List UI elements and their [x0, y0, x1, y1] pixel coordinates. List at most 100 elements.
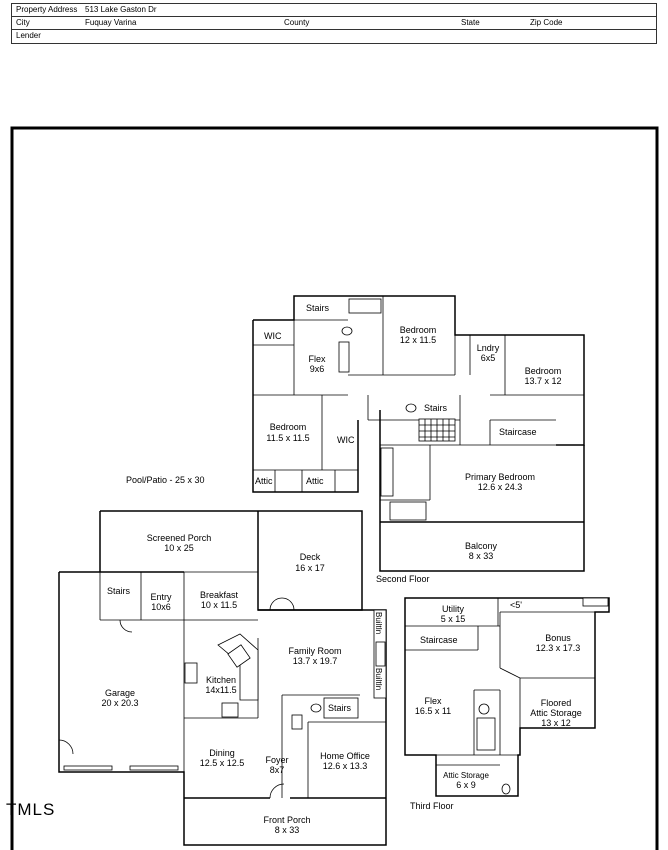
utility-name: Utility	[442, 604, 464, 614]
builtin-label-2: BuiltIn	[374, 668, 383, 690]
family-room-dim: 13.7 x 19.7	[293, 656, 338, 666]
second-floor: Stairs WIC Flex 9x6 Bedroom 12 x 11.5 Ln…	[252, 295, 585, 584]
deck-name: Deck	[300, 552, 321, 562]
dining-dim: 12.5 x 12.5	[200, 758, 245, 768]
utility-dim: 5 x 15	[441, 614, 466, 624]
balcony-dim: 8 x 33	[469, 551, 494, 561]
deck-dim: 16 x 17	[295, 563, 325, 573]
home-office-dim: 12.6 x 13.3	[323, 761, 368, 771]
stairs-center-label: Stairs	[424, 403, 448, 413]
first-floor: Screened Porch 10 x 25 Deck 16 x 17 Stai…	[58, 510, 387, 846]
stairs-label: Stairs	[306, 303, 330, 313]
garage-name: Garage	[105, 688, 135, 698]
entry-dim: 10x6	[151, 602, 171, 612]
attic-label-1: Attic	[255, 476, 273, 486]
zip-label: Zip Code	[530, 18, 563, 27]
bedroom-top-dim: 12 x 11.5	[400, 335, 436, 345]
garage-door-icon	[129, 765, 179, 771]
floored-dim: 13 x 12	[541, 718, 571, 728]
lndry-dim: 6x5	[481, 353, 496, 363]
primary-bedroom-dim: 12.6 x 24.3	[478, 482, 523, 492]
third-floor: Utility 5 x 15 <5' Staircase Bonus 12.3 …	[404, 597, 610, 811]
low-ceiling-marker	[582, 597, 609, 607]
flex-third-dim: 16.5 x 11	[415, 706, 451, 716]
low-ceiling-label: <5'	[510, 600, 522, 610]
lender-label: Lender	[16, 31, 41, 40]
front-porch-name: Front Porch	[263, 815, 310, 825]
garage-dim: 20 x 20.3	[101, 698, 138, 708]
flex-third-name: Flex	[424, 696, 442, 706]
wic-left-label: WIC	[264, 331, 282, 341]
bedroom-right-name: Bedroom	[525, 366, 562, 376]
front-porch-dim: 8 x 33	[275, 825, 300, 835]
tub-icon	[389, 501, 427, 521]
tub-icon	[476, 717, 496, 751]
balcony-name: Balcony	[465, 541, 498, 551]
sink-icon	[478, 703, 490, 715]
attic-storage-dim: 6 x 9	[456, 780, 476, 790]
floored-name-1: Floored	[541, 698, 572, 708]
home-office-name: Home Office	[320, 751, 370, 761]
sink-icon	[221, 702, 239, 718]
property-address-value: 513 Lake Gaston Dr	[85, 5, 157, 14]
stairs-box	[323, 697, 359, 719]
third-floor-title: Third Floor	[410, 801, 454, 811]
screened-porch-name: Screened Porch	[147, 533, 212, 543]
bonus-dim: 12.3 x 17.3	[536, 643, 581, 653]
floored-name-2: Attic Storage	[530, 708, 582, 718]
toilet-icon	[501, 783, 511, 795]
foyer-dim: 8x7	[270, 765, 285, 775]
stove-icon	[227, 644, 251, 668]
state-label: State	[461, 18, 480, 27]
breakfast-dim: 10 x 11.5	[201, 600, 237, 610]
city-label: City	[16, 18, 30, 27]
breakfast-name: Breakfast	[200, 590, 239, 600]
fridge-icon	[184, 662, 198, 684]
bedroom-top-name: Bedroom	[400, 325, 437, 335]
page-frame	[10, 126, 659, 850]
dining-name: Dining	[209, 748, 235, 758]
kitchen-dim: 14x11.5	[205, 685, 236, 695]
bedroom-left-name: Bedroom	[270, 422, 307, 432]
toilet-icon	[310, 703, 322, 713]
stairs-office-label: Stairs	[328, 703, 352, 713]
city-row: City Fuquay Varina County State Zip Code	[12, 17, 656, 30]
second-floor-title: Second Floor	[376, 574, 430, 584]
city-value: Fuquay Varina	[85, 18, 137, 27]
flex-dim: 9x6	[310, 364, 325, 374]
foyer-name: Foyer	[265, 755, 288, 765]
screened-porch-dim: 10 x 25	[164, 543, 194, 553]
toilet-icon	[405, 403, 417, 413]
lndry-name: Lndry	[477, 343, 500, 353]
attic-storage-name: Attic Storage	[443, 771, 489, 780]
primary-bedroom-name: Primary Bedroom	[465, 472, 535, 482]
stairs-first-label: Stairs	[107, 586, 131, 596]
builtin-label-1: BuiltIn	[374, 612, 383, 634]
flex-name: Flex	[308, 354, 326, 364]
staircase-third-label: Staircase	[420, 635, 458, 645]
property-info-box: Property Address 513 Lake Gaston Dr City…	[11, 3, 657, 44]
pool-patio-label: Pool/Patio - 25 x 30	[126, 475, 205, 485]
attic-label-2: Attic	[306, 476, 324, 486]
fireplace-icon	[375, 641, 386, 667]
mls-logo: TMLS	[6, 800, 56, 819]
kitchen-name: Kitchen	[206, 675, 236, 685]
property-address-label: Property Address	[16, 5, 78, 14]
tub-icon	[348, 298, 382, 314]
bedroom-right-dim: 13.7 x 12	[524, 376, 561, 386]
bedroom-left-dim: 11.5 x 11.5	[266, 433, 309, 443]
lender-row: Lender	[12, 30, 656, 43]
bonus-name: Bonus	[545, 633, 571, 643]
sink-icon	[291, 714, 303, 730]
address-row: Property Address 513 Lake Gaston Dr	[12, 4, 656, 17]
toilet-icon	[341, 326, 353, 336]
family-room-name: Family Room	[288, 646, 341, 656]
garage-door-icon	[63, 765, 113, 771]
staircase-label: Staircase	[499, 427, 537, 437]
vanity-icon	[338, 341, 350, 373]
entry-name: Entry	[150, 592, 172, 602]
wic-center-label: WIC	[337, 435, 355, 445]
vanity-icon	[380, 447, 394, 497]
county-label: County	[284, 18, 310, 27]
